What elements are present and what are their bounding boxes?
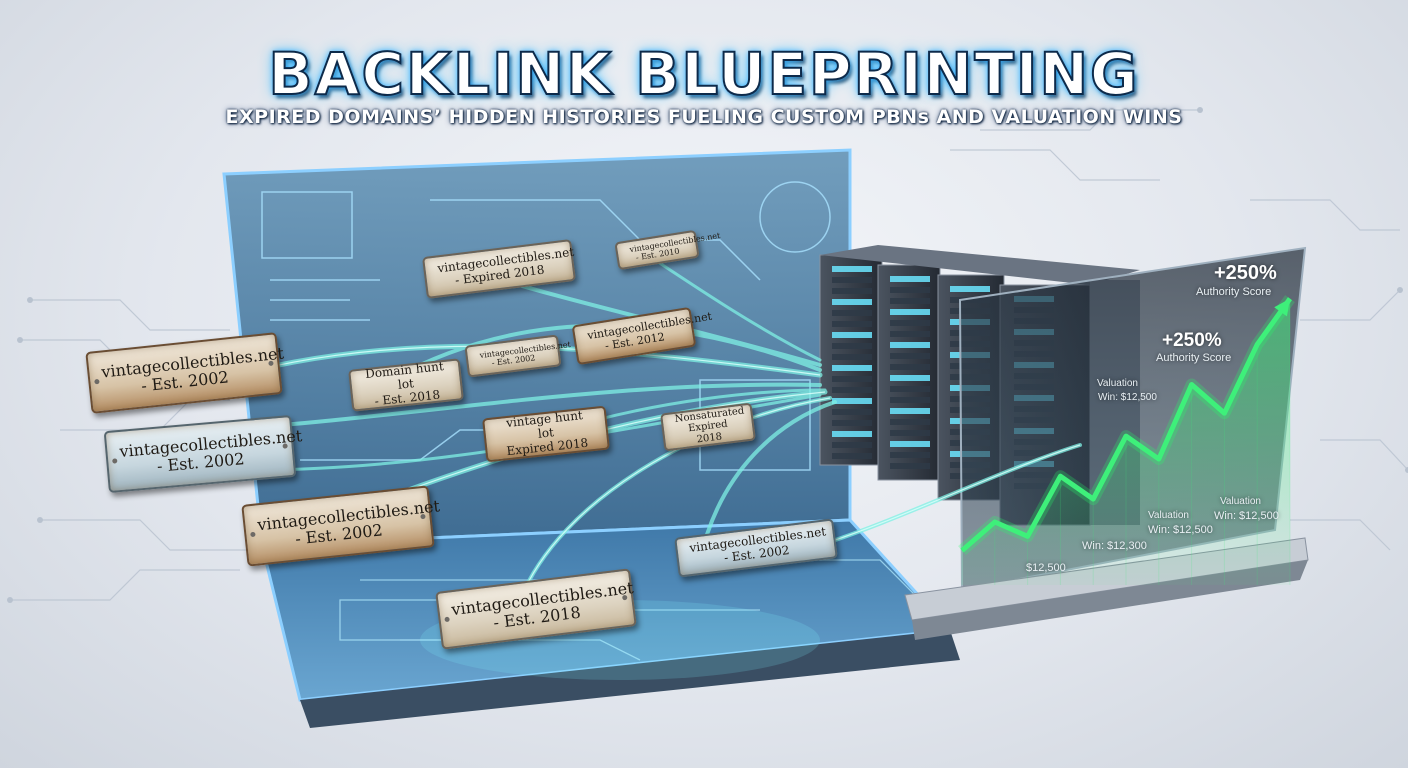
rack-slot [832,420,872,426]
rack-slot [832,398,872,404]
rack-slot [832,299,872,305]
valuation-label-a: Valuation [1097,378,1138,389]
rack-slot [832,442,872,448]
rack-slot [950,286,990,292]
price-label-4: Win: $12,500 [1214,510,1279,522]
authority-label-top: Authority Score [1196,286,1272,298]
rack-slot [832,277,872,283]
rack-slot [890,276,930,282]
valuation-value-a: Win: $12,500 [1098,392,1157,403]
rack-slot [890,408,930,414]
rack-slot [832,332,872,338]
rack-slot [832,365,872,371]
rack-slot [890,364,930,370]
rack-slot [832,266,872,272]
rack-slot [890,287,930,293]
growth-arrow-head [1274,298,1290,317]
authority-label-mid: Authority Score [1156,352,1232,364]
rack-slot [832,343,872,349]
growth-label-top: +250% [1214,262,1277,284]
price-label-3: Win: $12,500 [1148,524,1213,536]
growth-area [962,298,1290,585]
valuation-label-b: Valuation [1148,510,1189,521]
rack-slot [832,310,872,316]
chart-series [958,295,1295,585]
rack-slot [890,419,930,425]
rack-slot [832,288,872,294]
rack-slot [890,441,930,447]
rack-slot [890,430,930,436]
rack-slot [890,375,930,381]
page-title: BACKLINK BLUEPRINTING [267,39,1140,109]
rack-slot [832,376,872,382]
rack-slot [890,452,930,458]
price-label-2: Win: $12,300 [1082,540,1147,552]
rack-slot [832,453,872,459]
rack-slot [890,320,930,326]
rack-slot [832,409,872,415]
rack-slot [890,298,930,304]
rack-slot [832,431,872,437]
rack-slot [890,309,930,315]
page-subtitle: EXPIRED DOMAINS’ HIDDEN HISTORIES FUELIN… [225,106,1183,128]
rack-slot [890,342,930,348]
growth-label-mid: +250% [1162,330,1222,351]
price-label-1: $12,500 [1026,562,1066,574]
rack-slot [832,354,872,360]
rack-slot [832,321,872,327]
rack-slot [832,387,872,393]
rack-slot [890,397,930,403]
valuation-label-c: Valuation [1220,496,1261,507]
rack-slot [890,353,930,359]
rack-slot [890,331,930,337]
rack-slot [890,463,930,469]
growth-line [960,297,1293,553]
rack-slot [890,386,930,392]
